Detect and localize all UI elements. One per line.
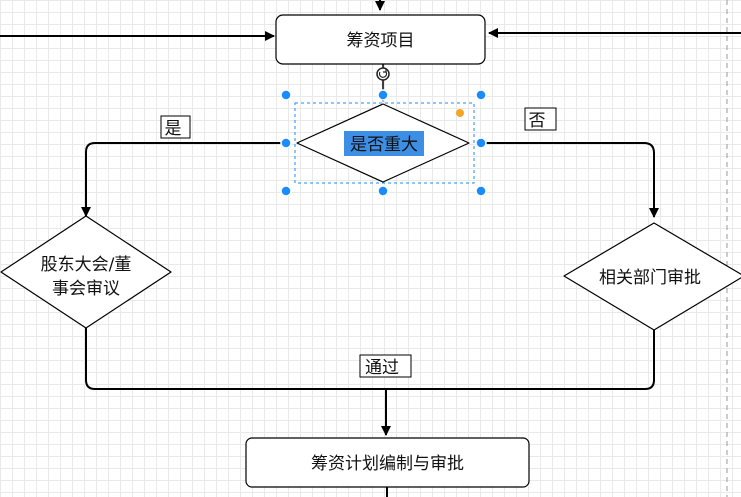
edge-board-to-merge[interactable] [85, 328, 386, 390]
selection-handles[interactable] [280, 89, 487, 197]
edge-dept-to-merge[interactable] [386, 330, 655, 390]
handle-top-left[interactable] [280, 89, 292, 101]
edge-label-pass-text: 通过 [365, 358, 399, 378]
handle-middle-right[interactable] [475, 137, 487, 149]
handle-bottom-center[interactable] [377, 185, 389, 197]
edge-label-no[interactable]: 否 [524, 107, 557, 131]
node-decision[interactable]: 是否重大 [294, 102, 475, 184]
handle-middle-left[interactable] [280, 137, 292, 149]
handle-top-right[interactable] [475, 89, 487, 101]
handle-bottom-left[interactable] [280, 185, 292, 197]
handle-bottom-right[interactable] [475, 185, 487, 197]
edge-label-no-text: 否 [529, 111, 546, 131]
node-board-label-line2: 事会审议 [52, 279, 120, 299]
selection-box [294, 102, 475, 184]
rotate-handle-icon[interactable] [376, 67, 390, 81]
edge-label-pass[interactable]: 通过 [359, 354, 412, 378]
text-highlight [344, 131, 424, 156]
edge-decision-no[interactable] [481, 142, 659, 218]
node-board-label-line1: 股东大会/董 [41, 255, 132, 275]
node-project[interactable]: 筹资项目 [275, 14, 486, 65]
node-project-label: 筹资项目 [347, 31, 415, 51]
edge-label-yes[interactable]: 是 [160, 115, 191, 139]
node-dept[interactable]: 相关部门审批 [563, 222, 741, 331]
node-dept-label: 相关部门审批 [599, 268, 701, 288]
node-board[interactable]: 股东大会/董 事会审议 [0, 215, 172, 329]
node-plan[interactable]: 筹资计划编制与审批 [245, 437, 530, 488]
edge-decision-yes[interactable] [81, 142, 286, 217]
shape-style-dot[interactable] [456, 109, 464, 117]
node-plan-label: 筹资计划编制与审批 [311, 454, 464, 474]
node-decision-label: 是否重大 [350, 135, 418, 155]
edge-label-yes-text: 是 [165, 119, 182, 139]
handle-top-center[interactable] [377, 89, 389, 101]
